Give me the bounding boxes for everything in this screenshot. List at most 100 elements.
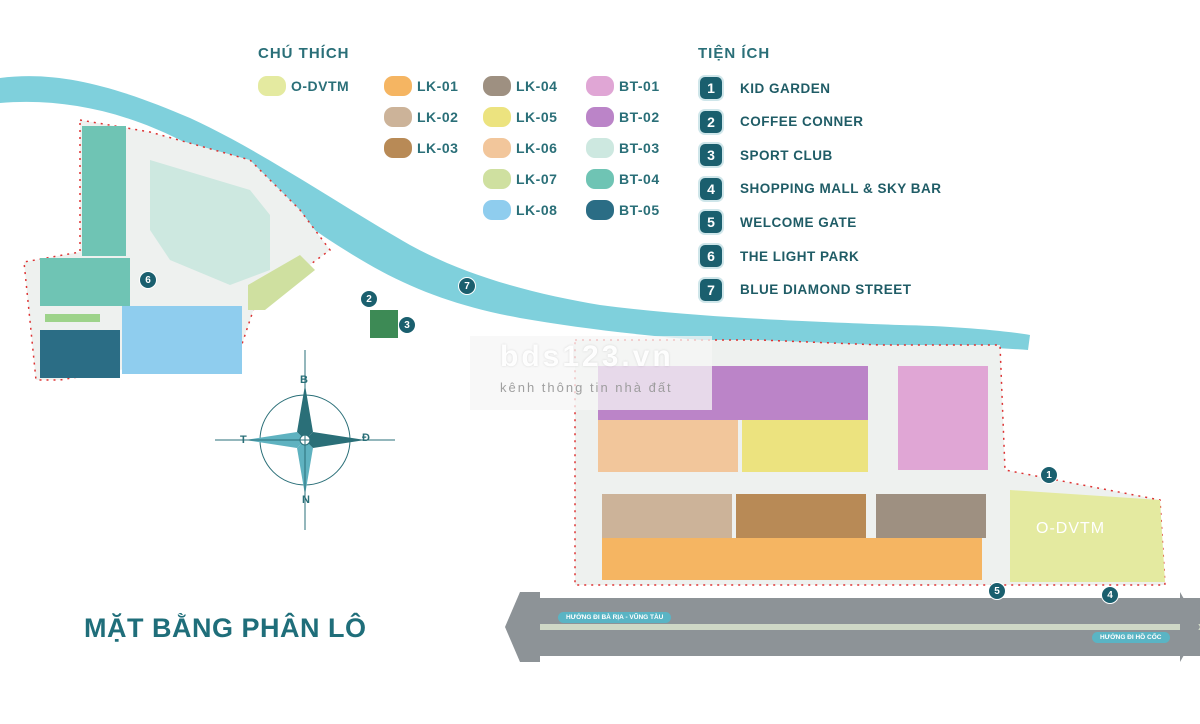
amenity-label: KID GARDEN xyxy=(740,80,831,96)
legend-swatch xyxy=(483,200,511,220)
map-marker-2: 2 xyxy=(360,290,378,308)
legend-swatch xyxy=(384,76,412,96)
watermark-main: bds123.vn xyxy=(500,340,674,373)
compass-north: B xyxy=(300,374,308,386)
legend-item: BT-03 xyxy=(586,138,660,158)
block-bt04-left xyxy=(40,258,130,306)
amenities-title: TIỆN ÍCH xyxy=(698,45,771,62)
block-bt05 xyxy=(40,330,120,378)
legend-swatch xyxy=(586,169,614,189)
block-odvtm xyxy=(1010,490,1165,582)
legend-item: BT-02 xyxy=(586,107,660,127)
watermark: bds123.vn kênh thông tin nhà đất xyxy=(470,336,712,410)
road-label-left: HƯỚNG ĐI BÀ RỊA - VŨNG TÀU xyxy=(558,612,672,623)
legend-item: LK-05 xyxy=(483,107,557,127)
legend-label: LK-04 xyxy=(516,78,558,94)
legend-swatch xyxy=(586,200,614,220)
amenity-number: 5 xyxy=(700,211,722,234)
legend-item: LK-02 xyxy=(384,107,458,127)
amenity-item: 3 SPORT CLUB xyxy=(700,143,833,167)
amenity-item: 1 KID GARDEN xyxy=(700,76,831,100)
map-marker-3: 3 xyxy=(398,316,416,334)
amenity-number: 2 xyxy=(700,110,722,133)
legend-item: LK-08 xyxy=(483,200,557,220)
highway-median xyxy=(520,624,1200,630)
amenity-number: 3 xyxy=(700,144,722,167)
block-lk08 xyxy=(122,306,242,374)
amenity-label: SPORT CLUB xyxy=(740,147,833,163)
legend-item: LK-03 xyxy=(384,138,458,158)
legend-label: LK-07 xyxy=(516,171,558,187)
map-marker-5: 5 xyxy=(988,582,1006,600)
block-lk03 xyxy=(736,494,866,538)
amenity-number: 1 xyxy=(700,77,722,99)
legend-label: LK-03 xyxy=(417,140,459,156)
block-lk04 xyxy=(876,494,986,538)
amenity-label: BLUE DIAMOND STREET xyxy=(740,282,912,298)
legend-item: LK-06 xyxy=(483,138,557,158)
map-marker-1: 1 xyxy=(1040,466,1058,484)
map-marker-6: 6 xyxy=(139,271,157,289)
block-bt01 xyxy=(898,366,988,470)
legend-label: O-DVTM xyxy=(291,78,350,94)
zone-label-odvtm: O-DVTM xyxy=(1036,520,1106,537)
watermark-sub: kênh thông tin nhà đất xyxy=(500,380,673,395)
amenity-number: 4 xyxy=(700,177,722,200)
block-bt03 xyxy=(150,160,270,285)
legend-swatch xyxy=(586,107,614,127)
compass-east: Đ xyxy=(362,432,370,444)
legend-item: BT-04 xyxy=(586,169,660,189)
block-lk05 xyxy=(742,420,868,472)
highway-arrow-right xyxy=(1180,592,1200,662)
legend-label: LK-06 xyxy=(516,140,558,156)
amenity-item: 4 SHOPPING MALL & SKY BAR xyxy=(700,177,942,201)
green-strip xyxy=(45,314,100,322)
river xyxy=(0,76,1030,350)
amenity-item: 7 BLUE DIAMOND STREET xyxy=(700,278,912,302)
legend-swatch xyxy=(586,76,614,96)
legend-label: BT-04 xyxy=(619,171,660,187)
legend-swatch xyxy=(483,138,511,158)
block-lk07 xyxy=(248,255,315,310)
legend-item: BT-05 xyxy=(586,200,660,220)
legend-label: BT-05 xyxy=(619,202,660,218)
legend-label: LK-02 xyxy=(417,109,459,125)
compass-south: N xyxy=(302,494,310,506)
legend-label: LK-01 xyxy=(417,78,459,94)
legend-label: LK-08 xyxy=(516,202,558,218)
compass-rose xyxy=(215,350,395,530)
legend-item: O-DVTM xyxy=(258,76,349,96)
amenity-label: SHOPPING MALL & SKY BAR xyxy=(740,181,942,197)
legend-swatch xyxy=(483,76,511,96)
amenity-label: THE LIGHT PARK xyxy=(740,248,860,264)
block-lk06 xyxy=(598,420,738,472)
legend-label: BT-02 xyxy=(619,109,660,125)
legend-swatch xyxy=(384,138,412,158)
amenity-number: 7 xyxy=(700,278,722,301)
legend-swatch xyxy=(384,107,412,127)
highway-bottom xyxy=(520,630,1200,656)
map-marker-4: 4 xyxy=(1101,586,1119,604)
block-bt04-strip xyxy=(82,126,126,256)
amenity-label: COFFEE CONNER xyxy=(740,114,864,130)
legend-label: BT-03 xyxy=(619,140,660,156)
road-label-right: HƯỚNG ĐI HỒ CỐC xyxy=(1092,632,1170,643)
sport-field xyxy=(370,310,398,338)
legend-label: BT-01 xyxy=(619,78,660,94)
legend-title: CHÚ THÍCH xyxy=(258,45,350,62)
amenity-item: 2 COFFEE CONNER xyxy=(700,110,864,134)
legend-item: LK-04 xyxy=(483,76,557,96)
legend-swatch xyxy=(483,169,511,189)
legend-item: LK-01 xyxy=(384,76,458,96)
legend-item: LK-07 xyxy=(483,169,557,189)
block-lk02 xyxy=(602,494,732,538)
legend-swatch xyxy=(483,107,511,127)
legend-item: BT-01 xyxy=(586,76,660,96)
map-marker-7: 7 xyxy=(458,277,476,295)
compass-west: T xyxy=(240,434,247,446)
legend-swatch xyxy=(258,76,286,96)
legend-label: LK-05 xyxy=(516,109,558,125)
